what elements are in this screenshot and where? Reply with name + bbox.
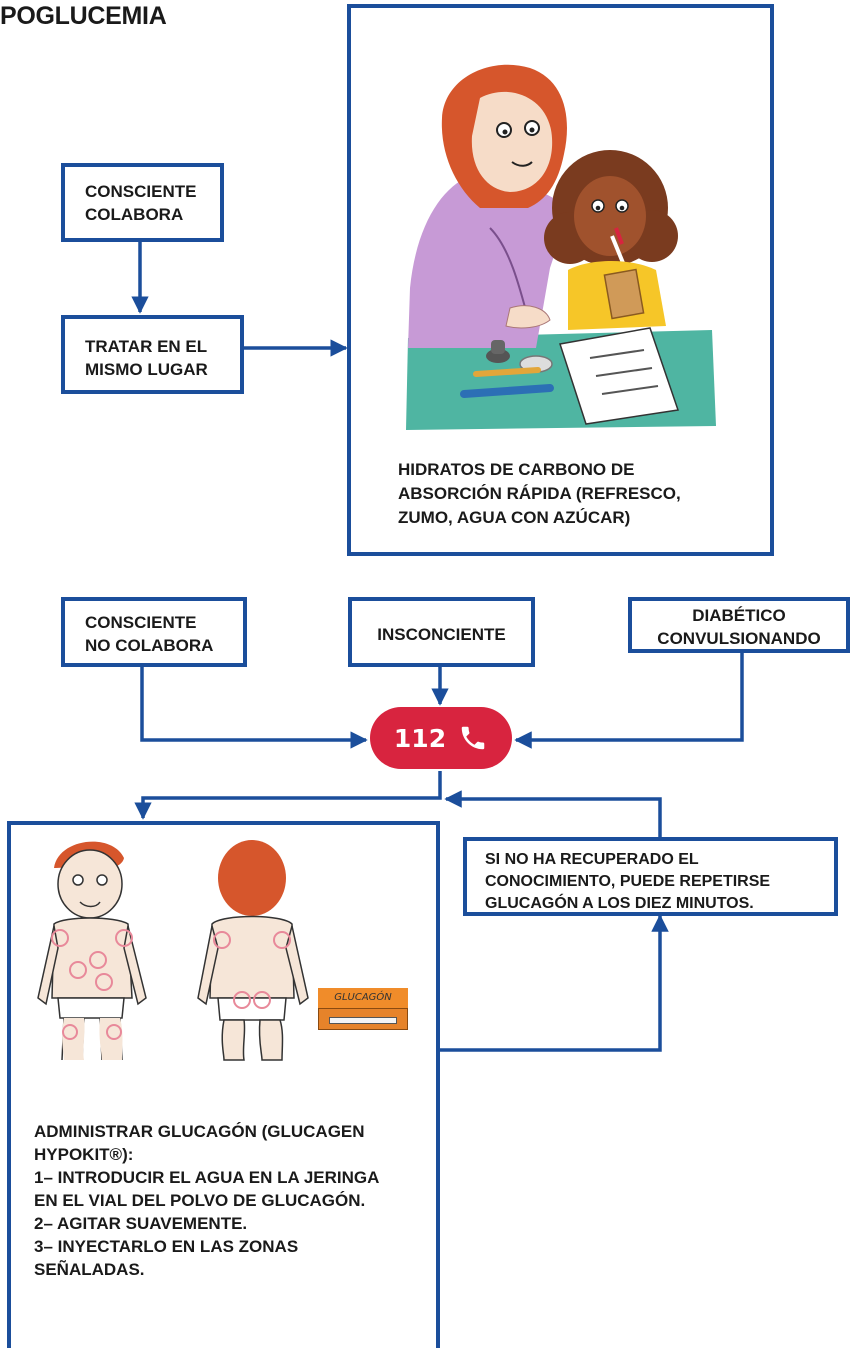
box-line: CONVULSIONANDO xyxy=(657,629,821,648)
caption-line: ABSORCIÓN RÁPIDA (REFRESCO, xyxy=(398,484,681,503)
arrow-112-to-glucagon xyxy=(134,771,442,820)
instruction-line: 1– INTRODUCIR EL AGUA EN LA JERINGA xyxy=(34,1168,380,1187)
box-line: SI NO HA RECUPERADO EL xyxy=(485,851,699,868)
box-line: DIABÉTICO xyxy=(692,606,786,625)
phone-icon xyxy=(461,726,485,750)
box-line: CONSCIENTE xyxy=(85,613,197,632)
arrow-diabetico-to-112 xyxy=(514,651,744,749)
child-back-injection-sites-illustration xyxy=(197,840,309,1061)
box-diabetico-convulsionando: DIABÉTICO CONVULSIONANDO xyxy=(628,597,850,653)
box-tratar-en-el-mismo-lugar: TRATAR EN EL MISMO LUGAR xyxy=(61,315,244,394)
instruction-line: SEÑALADAS. xyxy=(34,1260,145,1279)
caption-line: ZUMO, AGUA CON AZÚCAR) xyxy=(398,508,631,527)
box-line: TRATAR EN EL xyxy=(85,337,208,356)
instruction-line: EN EL VIAL DEL POLVO DE GLUCAGÓN. xyxy=(34,1191,366,1210)
glucagon-kit-label: GLUCAGÓN xyxy=(318,988,408,1008)
arrow-glucagon-to-repetir xyxy=(438,914,669,1052)
caption-line: HIDRATOS DE CARBONO DE xyxy=(398,460,635,479)
box-consciente-colabora: CONSCIENTE COLABORA xyxy=(61,163,224,242)
syringe-icon xyxy=(318,1008,408,1030)
instruction-line: ADMINISTRAR GLUCAGÓN (GLUCAGEN xyxy=(34,1122,365,1141)
page-title: POGLUCEMIA xyxy=(0,2,167,30)
box-inconsciente: INSCONCIENTE xyxy=(348,597,535,667)
box-line: INSCONCIENTE xyxy=(377,625,506,644)
box-line: GLUCAGÓN A LOS DIEZ MINUTOS. xyxy=(485,895,754,912)
instruction-line: 2– AGITAR SUAVEMENTE. xyxy=(34,1214,248,1233)
box-line: NO COLABORA xyxy=(85,636,214,655)
box-line: MISMO LUGAR xyxy=(85,360,208,379)
emergency-112-badge: 112 xyxy=(370,707,512,769)
box-repetir-glucagon: SI NO HA RECUPERADO EL CONOCIMIENTO, PUE… xyxy=(463,837,838,916)
box-line: CONOCIMIENTO, PUEDE REPETIRSE xyxy=(485,873,771,890)
arrow-repetir-to-glucagon xyxy=(444,790,662,837)
box-line: COLABORA xyxy=(85,205,184,224)
box-consciente-no-colabora: CONSCIENTE NO COLABORA xyxy=(61,597,247,667)
instruction-line: 3– INYECTARLO EN LAS ZONAS xyxy=(34,1237,299,1256)
glucagon-kit: GLUCAGÓN xyxy=(318,988,408,1034)
caregiver-child-drinking-illustration xyxy=(406,64,716,430)
child-front-injection-sites-illustration xyxy=(37,841,147,1061)
glucagon-instructions: ADMINISTRAR GLUCAGÓN (GLUCAGEN HYPOKIT®)… xyxy=(34,1120,379,1281)
arrow-no-colabora-to-112 xyxy=(140,666,368,749)
hidratos-caption: HIDRATOS DE CARBONO DE ABSORCIÓN RÁPIDA … xyxy=(398,458,681,530)
box-line: CONSCIENTE xyxy=(85,182,197,201)
emergency-number: 112 xyxy=(393,723,447,753)
instruction-line: HYPOKIT®): xyxy=(34,1145,134,1164)
